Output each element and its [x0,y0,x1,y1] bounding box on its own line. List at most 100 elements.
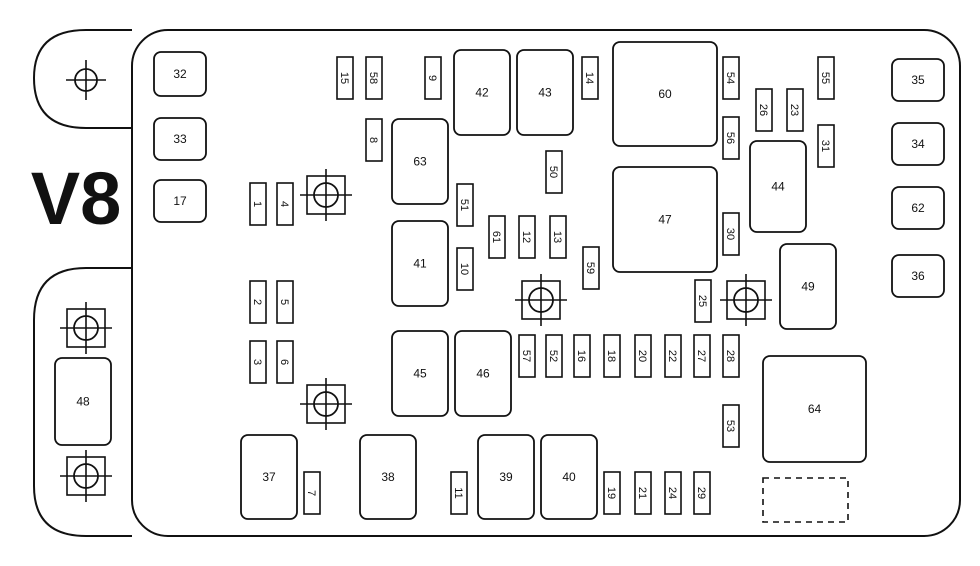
fuse-label: 10 [458,263,470,275]
relay-39: 39 [477,434,535,520]
fuse-body [755,88,773,132]
relay-body [359,434,417,520]
stud-ring [73,463,99,489]
stud-ring [313,182,339,208]
mounting-stud-3 [60,302,112,354]
fuse-label: 1 [251,201,263,207]
fuse-label: 30 [724,228,736,240]
relay-label: 62 [911,201,925,215]
fuse-14: 14 [581,56,599,100]
fuse-label: 3 [251,359,263,365]
fuse-label: 9 [426,75,438,81]
stud-ring [73,315,99,341]
relay-body [779,243,837,330]
mounting-stud-7 [60,450,112,502]
fuse-1: 1 [249,182,267,226]
fuse-18: 18 [603,334,621,378]
fuse-22: 22 [664,334,682,378]
relay-60: 60 [612,41,718,147]
relay-label: 60 [658,87,672,101]
fuse-label: 12 [520,231,532,243]
fuse-61: 61 [488,215,506,259]
relay-body [891,58,945,102]
relay-label: 39 [499,470,513,484]
relay-body [54,357,112,446]
relay-33: 33 [153,117,207,161]
fuse-body [817,124,835,168]
fuse-30: 30 [722,212,740,256]
relay-label: 35 [911,73,925,87]
relay-label: 63 [413,155,427,169]
fuse-4: 4 [276,182,294,226]
fuse-body [722,116,740,160]
fuse-label: 50 [547,166,559,178]
fuse-body [518,215,536,259]
relay-label: 40 [562,470,576,484]
fuse-label: 61 [490,231,502,243]
fuse-28: 28 [722,334,740,378]
fuse-52: 52 [545,334,563,378]
fuse-body [693,471,711,515]
relay-label: 48 [76,395,90,409]
fuse-label: 58 [367,72,379,84]
relay-label: 34 [911,137,925,151]
fuse-label: 2 [251,299,263,305]
relay-label: 43 [538,86,552,100]
relay-64: 64 [762,355,867,463]
relay-62: 62 [891,186,945,230]
relay-42: 42 [453,49,511,136]
fuse-label: 28 [724,350,736,362]
relay-body [612,41,718,147]
fuse-body [276,182,294,226]
stud-ring [528,287,554,313]
fuse-body [722,212,740,256]
fuse-5: 5 [276,280,294,324]
studs-layer [60,60,772,502]
fuse-body [573,334,591,378]
relay-body [612,166,718,273]
relay-body [240,434,298,520]
relay-body [153,117,207,161]
fuse-label: 53 [724,420,736,432]
fuse-31: 31 [817,124,835,168]
mounting-stud-4 [515,274,567,326]
fuse-56: 56 [722,116,740,160]
fuse-label: 22 [666,350,678,362]
fuse-57: 57 [518,334,536,378]
relay-label: 64 [808,402,822,416]
fuse-body [365,118,383,162]
fuse-body [276,280,294,324]
relay-body [454,330,512,417]
fuse-body [603,334,621,378]
stud-ring [313,391,339,417]
fuse-label: 23 [788,104,800,116]
fuse-body [634,334,652,378]
fuse-label: 21 [636,487,648,499]
fuse-21: 21 [634,471,652,515]
fuse-label: 6 [278,359,290,365]
relay-body [153,51,207,97]
relay-body [453,49,511,136]
fuse-label: 19 [605,487,617,499]
relay-body [516,49,574,136]
fuse-body [581,56,599,100]
fuse-53: 53 [722,404,740,448]
fuse-20: 20 [634,334,652,378]
relay-label: 38 [381,470,395,484]
relay-43: 43 [516,49,574,136]
relay-label: 46 [476,367,490,381]
fuse-body [603,471,621,515]
fuse-body [582,246,600,290]
fuse-body [664,471,682,515]
fuse-11: 11 [450,471,468,515]
fuse-50: 50 [545,150,563,194]
relay-32: 32 [153,51,207,97]
fuse-19: 19 [603,471,621,515]
relay-body [749,140,807,233]
relay-body [540,434,598,520]
relay-body [477,434,535,520]
fuse-label: 15 [338,72,350,84]
relay-body [391,330,449,417]
relay-label: 32 [173,67,187,81]
